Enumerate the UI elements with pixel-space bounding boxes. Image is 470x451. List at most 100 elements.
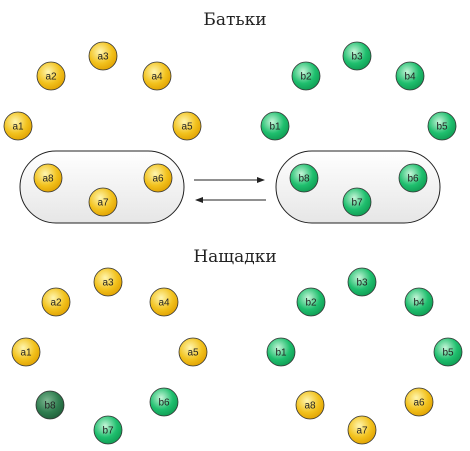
node-label: b4 [404, 72, 416, 83]
node-circle [347, 267, 377, 297]
node-circle [295, 390, 325, 420]
node-label: a7 [97, 198, 109, 209]
node-label: b2 [300, 72, 312, 83]
node-circle [404, 287, 434, 317]
node-circle [33, 163, 63, 193]
offspring-right-node-b4: b4 [404, 287, 434, 317]
parents-right-node-b2: b2 [291, 61, 321, 91]
node-circle [398, 163, 428, 193]
nodes-layer: a1 a2 a3 a4 a5 a6 a7 a8 b1 b2 b3 b4 b5 b6 b7 b8 a1 a2 a3 a4… [3, 41, 463, 445]
node-label: b3 [351, 52, 363, 63]
node-label: a2 [45, 72, 57, 83]
node-circle [342, 41, 372, 71]
parents-left-node-a2: a2 [36, 61, 66, 91]
node-circle [88, 41, 118, 71]
node-label: b7 [102, 426, 114, 437]
parents-left-node-a3: a3 [88, 41, 118, 71]
node-circle [35, 390, 65, 420]
parent-left-capsule [19, 150, 185, 224]
node-label: a4 [158, 298, 170, 309]
node-label: b5 [442, 348, 454, 359]
offspring-left-node-a4: a4 [149, 287, 179, 317]
node-circle [342, 187, 372, 217]
node-circle [41, 287, 71, 317]
offspring-right-node-a7: a7 [347, 415, 377, 445]
node-label: b4 [413, 298, 425, 309]
node-label: b5 [436, 122, 448, 133]
offspring-right-node-a8: a8 [295, 390, 325, 420]
node-label: a1 [20, 348, 32, 359]
parents-right-node-b3: b3 [342, 41, 372, 71]
parents-right-node-b8: b8 [289, 163, 319, 193]
node-circle [291, 61, 321, 91]
node-circle [260, 111, 290, 141]
offspring-right-node-b2: b2 [296, 287, 326, 317]
offspring-left-node-b8: b8 [35, 390, 65, 420]
node-circle [88, 187, 118, 217]
node-circle [404, 387, 434, 417]
parents-left-node-a7: a7 [88, 187, 118, 217]
parents-right-node-b4: b4 [395, 61, 425, 91]
node-circle [93, 415, 123, 445]
offspring-right-node-b1: b1 [266, 337, 296, 367]
node-label: a5 [181, 122, 193, 133]
node-circle [266, 337, 296, 367]
parents-left-node-a8: a8 [33, 163, 63, 193]
node-circle [149, 287, 179, 317]
node-label: a8 [304, 401, 316, 412]
parent-right-capsule [275, 150, 441, 224]
node-label: b7 [351, 198, 363, 209]
node-circle [149, 387, 179, 417]
parents-right-node-b1: b1 [260, 111, 290, 141]
node-circle [289, 163, 319, 193]
parents-left-node-a5: a5 [172, 111, 202, 141]
node-label: a5 [187, 348, 199, 359]
node-circle [143, 163, 173, 193]
offspring-left-node-a3: a3 [93, 267, 123, 297]
node-circle [347, 415, 377, 445]
node-label: b3 [356, 278, 368, 289]
node-circle [93, 267, 123, 297]
parents-left-node-a4: a4 [142, 61, 172, 91]
parents-right-node-b6: b6 [398, 163, 428, 193]
node-circle [11, 337, 41, 367]
node-label: a3 [102, 278, 114, 289]
node-label: a3 [97, 52, 109, 63]
node-label: b8 [298, 174, 310, 185]
node-label: b6 [158, 398, 170, 409]
parents-right-node-b5: b5 [427, 111, 457, 141]
node-circle [3, 111, 33, 141]
node-label: b6 [407, 174, 419, 185]
offspring-left-node-b6: b6 [149, 387, 179, 417]
node-circle [395, 61, 425, 91]
parents-title: Батьки [203, 10, 266, 30]
offspring-right-node-b5: b5 [433, 337, 463, 367]
offspring-right-node-b3: b3 [347, 267, 377, 297]
node-circle [142, 61, 172, 91]
node-circle [433, 337, 463, 367]
offspring-title: Нащадки [193, 247, 276, 267]
parents-left-node-a6: a6 [143, 163, 173, 193]
node-label: b1 [269, 122, 281, 133]
offspring-left-node-b7: b7 [93, 415, 123, 445]
node-label: b8 [44, 401, 56, 412]
offspring-left-node-a5: a5 [178, 337, 208, 367]
node-label: a2 [50, 298, 62, 309]
node-label: a8 [42, 174, 54, 185]
node-label: b1 [275, 348, 287, 359]
parents-left-node-a1: a1 [3, 111, 33, 141]
node-label: a6 [413, 398, 425, 409]
node-circle [36, 61, 66, 91]
offspring-left-node-a1: a1 [11, 337, 41, 367]
parents-right-node-b7: b7 [342, 187, 372, 217]
node-circle [427, 111, 457, 141]
offspring-right-node-a6: a6 [404, 387, 434, 417]
offspring-left-node-a2: a2 [41, 287, 71, 317]
node-circle [296, 287, 326, 317]
node-circle [178, 337, 208, 367]
node-label: a7 [356, 426, 368, 437]
node-label: a6 [152, 174, 164, 185]
node-circle [172, 111, 202, 141]
node-label: b2 [305, 298, 317, 309]
